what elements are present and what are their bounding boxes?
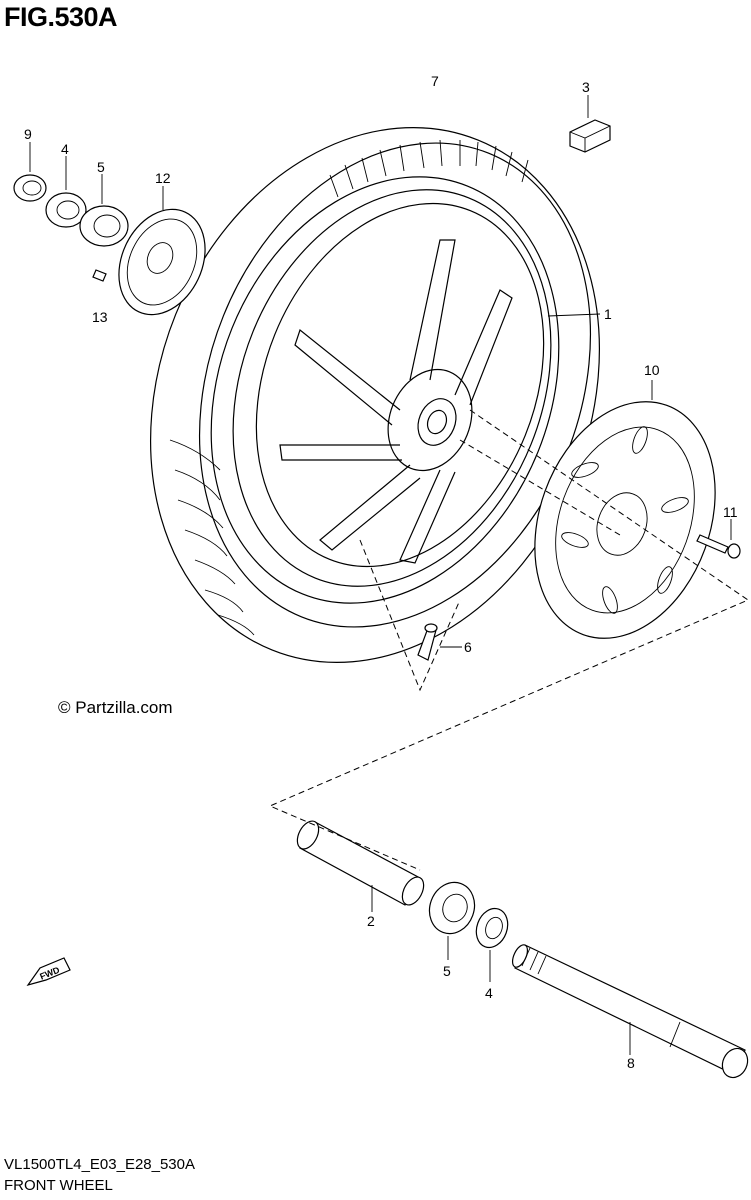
callout-6: 6 [464, 639, 472, 655]
bearing-part-5[interactable] [79, 205, 129, 247]
callout-1: 1 [604, 306, 612, 322]
figure-title: FIG.530A [4, 2, 118, 32]
spacer-part-9[interactable] [13, 174, 47, 202]
axle-part-8[interactable] [509, 943, 751, 1082]
callout-12: 12 [155, 170, 171, 186]
weight-part-3[interactable] [569, 119, 611, 153]
callout-10: 10 [644, 362, 660, 378]
callout-3: 3 [582, 79, 590, 95]
bearing-part-5-lower[interactable] [422, 876, 481, 940]
copyright-text: © Partzilla.com [58, 698, 173, 717]
spacer-tube-part-2[interactable] [293, 818, 428, 909]
callout-4: 4 [61, 141, 69, 157]
diagram-name: FRONT WHEEL [4, 1177, 113, 1194]
callout-7: 7 [431, 73, 439, 89]
callout-8: 8 [627, 1055, 635, 1071]
brake-disc-part-10[interactable] [503, 376, 746, 663]
bolt-part-13[interactable] [92, 269, 107, 282]
callout-5: 5 [97, 159, 105, 175]
wheel-part-1[interactable] [150, 124, 621, 656]
callout-13: 13 [92, 309, 108, 325]
seal-part-4[interactable] [45, 192, 87, 228]
seal-part-4-lower[interactable] [471, 904, 513, 952]
callout-4-lower: 4 [485, 985, 493, 1001]
callout-11: 11 [723, 504, 738, 520]
valve-part-6[interactable] [417, 623, 438, 661]
diagram-code: VL1500TL4_E03_E28_530A [4, 1156, 196, 1173]
disc-bolt-part-11[interactable] [696, 534, 741, 559]
callout-9: 9 [24, 126, 32, 142]
sprocket-mount-part-12[interactable] [103, 195, 222, 329]
callout-5-lower: 5 [443, 963, 451, 979]
callout-2: 2 [367, 913, 375, 929]
forward-arrow-icon: FWD [26, 957, 71, 987]
